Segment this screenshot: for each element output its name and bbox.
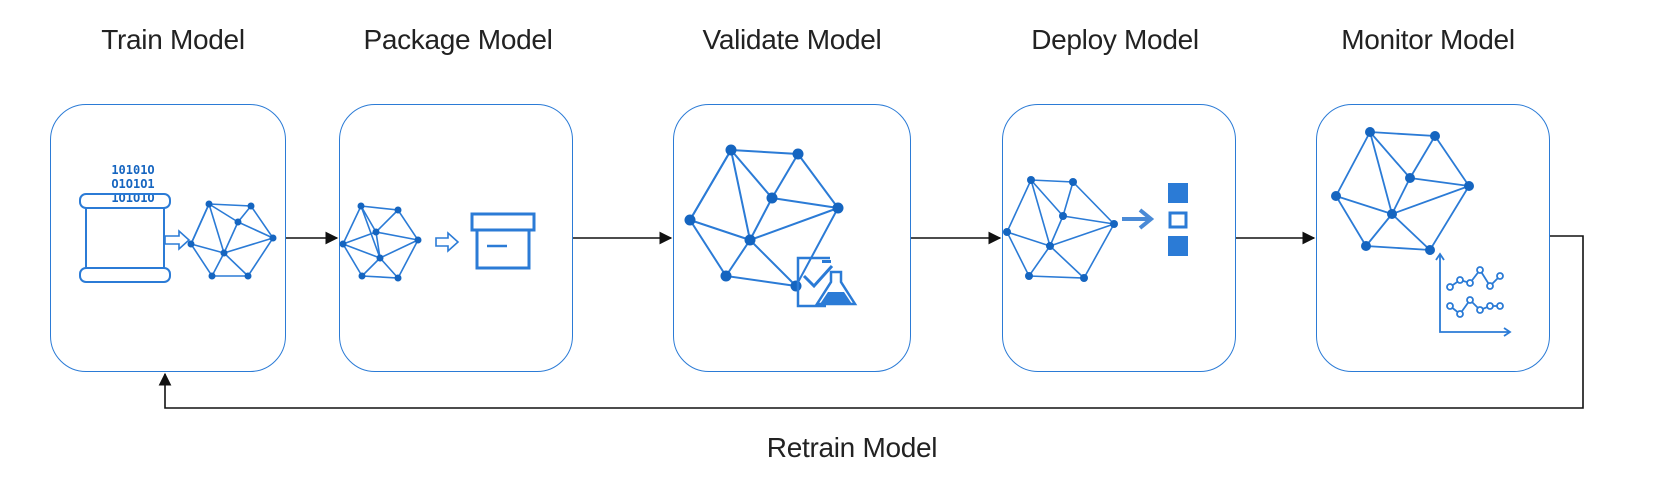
arrow-retrain-loop xyxy=(158,235,1584,409)
network-icon-train xyxy=(190,203,274,277)
hollow-arrow-icon xyxy=(164,229,191,251)
monitor-chart-icon xyxy=(1435,252,1512,337)
network-nodes-train xyxy=(187,200,277,280)
deploy-arrow-icon xyxy=(1122,208,1155,230)
binary-line-1: 10101O xyxy=(111,163,154,177)
network-icon-deploy xyxy=(1006,179,1115,279)
network-icon-package xyxy=(342,205,419,279)
stage-box-deploy xyxy=(1002,104,1236,372)
stage-box-validate xyxy=(673,104,911,372)
stage-box-package xyxy=(339,104,573,372)
stage-title-train: Train Model xyxy=(101,24,245,55)
hollow-arrow-icon-package xyxy=(435,231,460,253)
network-nodes-package xyxy=(339,202,422,282)
network-icon-monitor xyxy=(1334,131,1471,251)
stage-title-monitor: Monitor Model xyxy=(1341,24,1515,55)
network-nodes-validate xyxy=(684,144,844,292)
network-icon-validate xyxy=(688,148,840,288)
package-box-icon xyxy=(470,212,536,270)
database-icon: 10101O O1O1O1 1O1O1O xyxy=(79,163,171,283)
network-nodes-monitor xyxy=(1331,127,1474,255)
deploy-blocks-icon xyxy=(1168,183,1188,256)
validate-flask-icon xyxy=(796,256,858,308)
network-nodes-deploy xyxy=(1003,176,1118,282)
stage-box-train xyxy=(50,104,286,372)
stage-title-deploy: Deploy Model xyxy=(1031,24,1199,55)
stage-title-package: Package Model xyxy=(363,24,553,55)
retrain-loop-label: Retrain Model xyxy=(766,432,938,463)
stage-title-validate: Validate Model xyxy=(702,24,882,55)
binary-line-2: O1O1O1 xyxy=(111,177,154,191)
stage-box-monitor xyxy=(1316,104,1550,372)
